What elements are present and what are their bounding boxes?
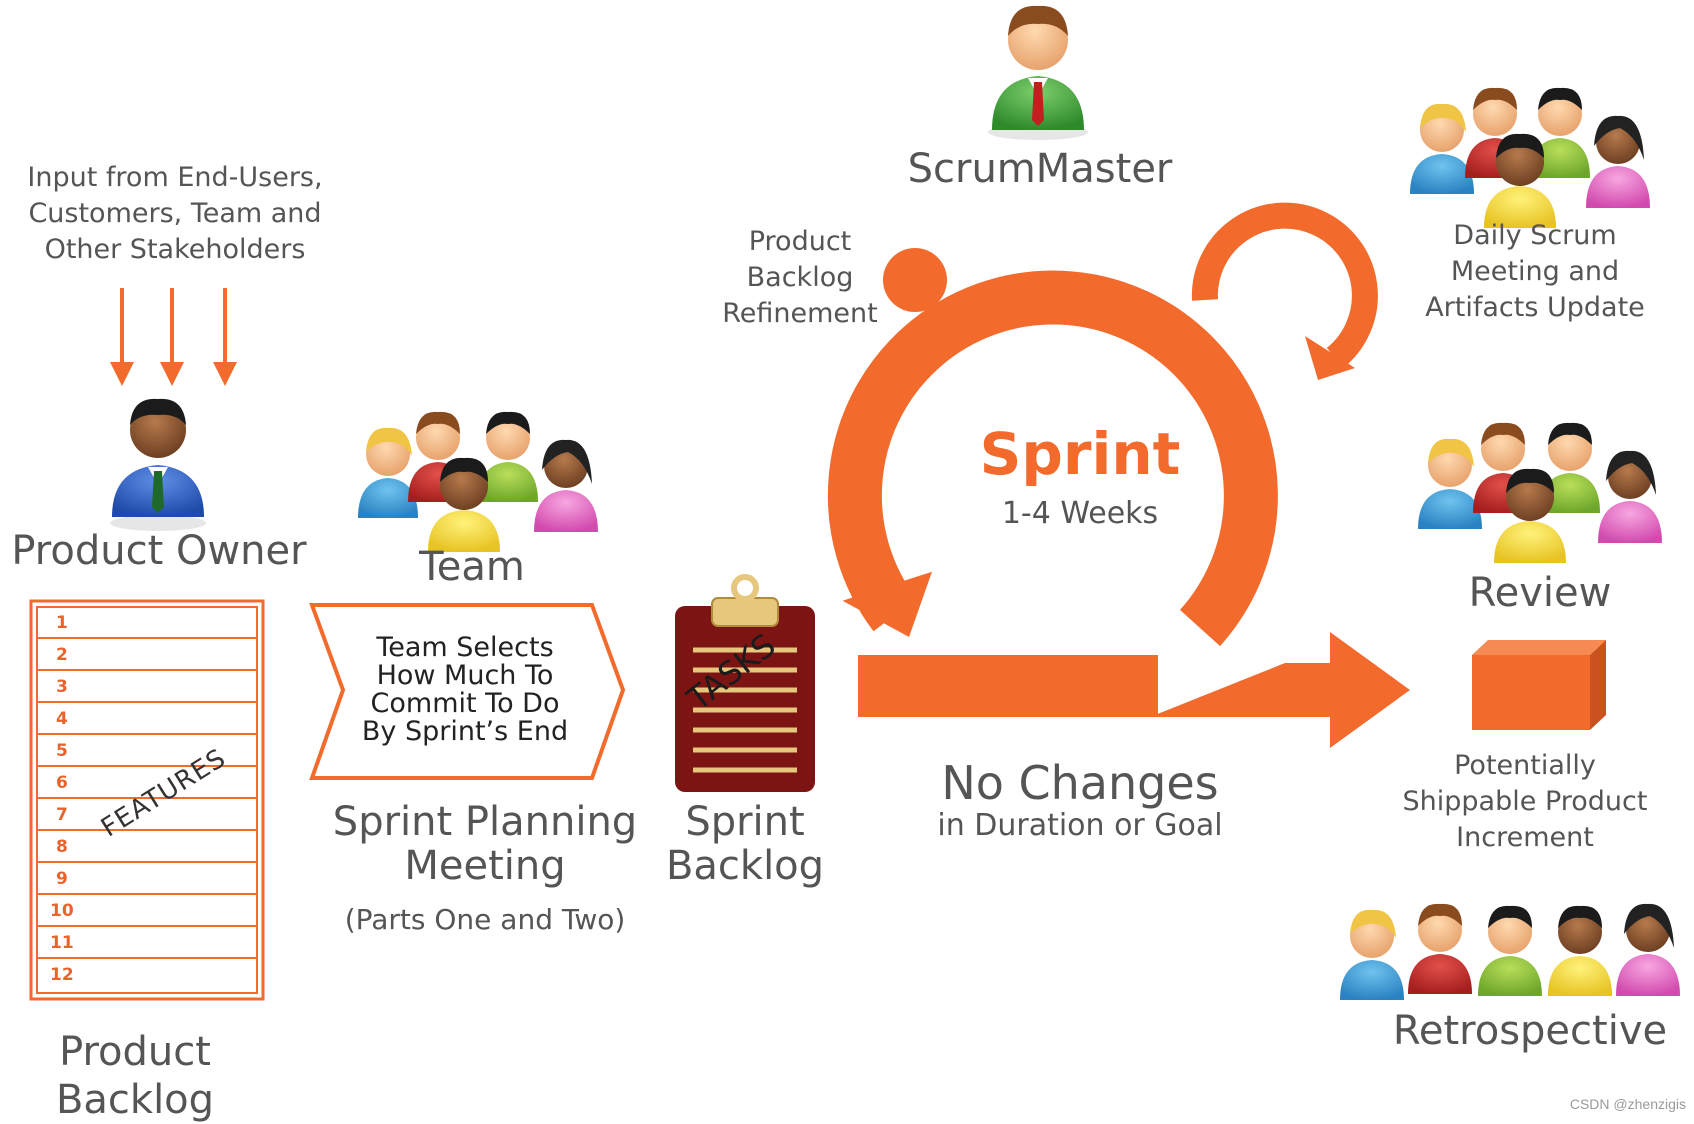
sprint-backlog-label-line-1: Sprint (685, 799, 805, 845)
sprint-planning-label: Sprint Planning Meeting (320, 800, 650, 888)
sprint-cycle (827, 202, 1410, 748)
sprint-planning-line-1: Team Selects (376, 632, 554, 663)
increment-text: Potentially Shippable Product Increment (1390, 748, 1660, 856)
sprint-planning-label-line-1: Sprint Planning (332, 799, 638, 845)
team-label: Team (419, 544, 525, 590)
product-backlog-label-line-1: Product (59, 1029, 211, 1075)
sprint-planning-label-line-2: Meeting (404, 843, 566, 889)
input-arrows (110, 288, 237, 386)
refinement-text: Product Backlog Refinement (700, 224, 900, 332)
refinement-line-2: Backlog (746, 262, 854, 293)
increment-line-1: Potentially (1454, 750, 1596, 781)
daily-scrum-line-2: Meeting and (1450, 256, 1620, 287)
increment-box-icon (1472, 640, 1606, 730)
increment-line-3: Increment (1456, 822, 1594, 853)
input-text-line-2: Customers, Team and (28, 198, 322, 229)
input-text-line-1: Input from End-Users, (27, 162, 323, 193)
refinement-line-1: Product (748, 226, 852, 257)
backlog-item-5: 5 (56, 741, 68, 761)
product-backlog-list (29, 599, 265, 1001)
input-text: Input from End-Users, Customers, Team an… (0, 160, 350, 268)
backlog-item-8: 8 (56, 837, 68, 857)
refinement-line-3: Refinement (722, 298, 878, 329)
product-owner-person-icon (110, 398, 206, 531)
no-changes-title: No Changes (941, 756, 1219, 810)
sprint-planning-line-2: How Much To (376, 660, 554, 691)
review-group-icon (1418, 422, 1662, 563)
scrum-master-label: ScrumMaster (907, 146, 1173, 192)
sprint-backlog-label-line-2: Backlog (665, 843, 825, 889)
backlog-item-10: 10 (50, 901, 74, 921)
sprint-backlog-clipboard-icon (675, 574, 815, 792)
sprint-planning-chevron (309, 603, 626, 780)
retrospective-group-icon (1340, 903, 1680, 1000)
sprint-title: Sprint (979, 420, 1181, 488)
backlog-item-12: 12 (50, 965, 74, 985)
team-group-icon (358, 411, 598, 552)
product-backlog-label-line-2: Backlog (55, 1077, 215, 1123)
increment-line-2: Shippable Product (1402, 786, 1648, 817)
backlog-item-1: 1 (56, 613, 68, 633)
daily-scrum-line-3: Artifacts Update (1425, 292, 1645, 323)
sprint-planning-line-4: By Sprint’s End (361, 716, 569, 747)
sprint-planning-box-text: Team Selects How Much To Commit To Do By… (345, 634, 585, 746)
no-changes-subtitle: in Duration or Goal (937, 808, 1223, 843)
scrum-master-person-icon (988, 5, 1088, 140)
backlog-item-9: 9 (56, 869, 68, 889)
sprint-planning-sublabel: (Parts One and Two) (344, 903, 626, 936)
sprint-duration: 1-4 Weeks (1001, 496, 1159, 531)
product-backlog-label: Product Backlog (20, 1028, 250, 1124)
review-label: Review (1468, 570, 1612, 616)
daily-scrum-group-icon (1410, 87, 1650, 228)
backlog-item-3: 3 (56, 677, 68, 697)
backlog-item-4: 4 (56, 709, 68, 729)
retrospective-label: Retrospective (1392, 1008, 1668, 1054)
daily-scrum-text: Daily Scrum Meeting and Artifacts Update (1410, 218, 1660, 326)
sprint-planning-line-3: Commit To Do (370, 688, 560, 719)
backlog-item-11: 11 (50, 933, 74, 953)
product-owner-label: Product Owner (11, 528, 307, 574)
input-text-line-3: Other Stakeholders (44, 234, 306, 265)
sprint-backlog-label: Sprint Backlog (660, 800, 830, 888)
backlog-item-2: 2 (56, 645, 68, 665)
watermark: CSDN @zhenzigis (1569, 1096, 1686, 1112)
backlog-item-6: 6 (56, 773, 68, 793)
backlog-item-7: 7 (56, 805, 68, 825)
daily-scrum-line-1: Daily Scrum (1453, 220, 1617, 251)
